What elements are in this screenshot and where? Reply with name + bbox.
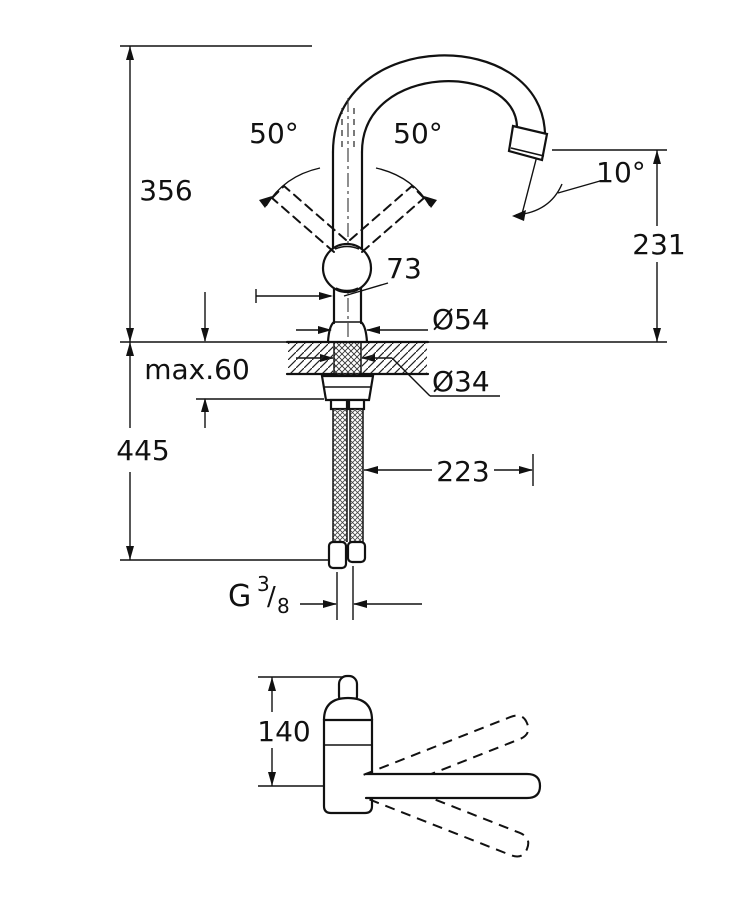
spout-inner-curve [360, 80, 519, 154]
arrow-231-top [653, 150, 661, 164]
deck-hatch-right [362, 343, 427, 373]
arrow-73 [319, 292, 333, 300]
arrow-223-left [364, 466, 378, 474]
arrow-231-bottom [653, 328, 661, 342]
lever-position-left [283, 185, 347, 241]
label-lever-angle-right: 50° [393, 117, 443, 150]
leader-73 [343, 282, 389, 297]
label-outlet-height: 231 [632, 228, 685, 261]
arrow-140-top [268, 677, 276, 691]
spout-outer-curve [331, 54, 547, 154]
supply-hose-right [350, 409, 363, 542]
arrow-max60-bottom [201, 398, 209, 412]
arrow-d54-left [318, 326, 332, 334]
outlet-face-line [510, 147, 545, 157]
outlet-axis-10deg [521, 151, 539, 215]
arrow-g38-left [323, 600, 337, 608]
arrow-50deg-right [424, 196, 437, 208]
supply-hose-left [333, 409, 347, 542]
lever-position-right-cap [411, 185, 425, 199]
label-lever-offset: 73 [386, 252, 422, 285]
mounting-nut [320, 374, 375, 402]
hose-connector-right [346, 540, 367, 564]
leader-10deg [557, 180, 601, 194]
body-cap-dome [322, 696, 374, 722]
arrow-max60-top [201, 328, 209, 342]
arrow-445-top [126, 342, 134, 356]
dimension-labels: 356 445 231 50° 50° 10° 73 Ø54 max.60 Ø3… [116, 117, 685, 748]
label-thread-numerator: 3 [257, 572, 270, 596]
label-outlet-angle: 10° [596, 156, 646, 189]
label-thread-letter: G [228, 579, 251, 614]
label-base-diameter: Ø54 [432, 303, 490, 336]
arrow-445-bottom [126, 546, 134, 560]
base-flare-left [326, 320, 336, 344]
label-lever-angle-left: 50° [249, 117, 299, 150]
spout-outlet [507, 124, 549, 162]
label-spout-reach: 223 [436, 455, 489, 488]
deck-hatch-left [288, 343, 333, 373]
lever-position-right [349, 185, 413, 241]
body-cylinder [322, 718, 374, 815]
lever-ball [321, 242, 373, 294]
arrow-140-bottom [268, 772, 276, 786]
base-flare-right [359, 320, 369, 344]
side-view [271, 54, 549, 570]
swivel-position-up [363, 714, 530, 799]
dimension-lines [120, 45, 667, 787]
arc-50deg-left [265, 167, 321, 207]
spout-front [364, 772, 542, 800]
label-top-to-spout: 140 [257, 715, 310, 748]
label-thread-slash: / [267, 582, 276, 612]
hose-collar-left [329, 398, 349, 411]
arrow-10deg [512, 210, 526, 221]
arrow-d54-right [366, 326, 380, 334]
label-thread-denominator: 8 [277, 594, 290, 618]
ball-joint-top [334, 245, 360, 250]
threaded-shank [334, 343, 361, 376]
label-max-deck-thickness: max.60 [144, 353, 250, 386]
ball-joint-bottom [335, 287, 359, 292]
arrow-223-right [519, 466, 533, 474]
arrow-356-top [126, 46, 134, 60]
label-shank-diameter: Ø34 [432, 365, 490, 398]
hose-collar-right [347, 398, 366, 411]
swivel-position-down [363, 773, 530, 858]
hose-connector-left [327, 540, 348, 570]
arrow-50deg-left [259, 196, 272, 208]
lever-position-left-cap [271, 185, 285, 199]
arrow-g38-right [353, 600, 367, 608]
arc-50deg-right [375, 167, 431, 207]
arrow-356-bottom [126, 328, 134, 342]
lever-position-right [361, 197, 425, 253]
label-hose-length: 445 [116, 434, 169, 467]
front-view [322, 674, 542, 858]
lever-position-left [271, 197, 335, 253]
label-total-height: 356 [139, 174, 192, 207]
